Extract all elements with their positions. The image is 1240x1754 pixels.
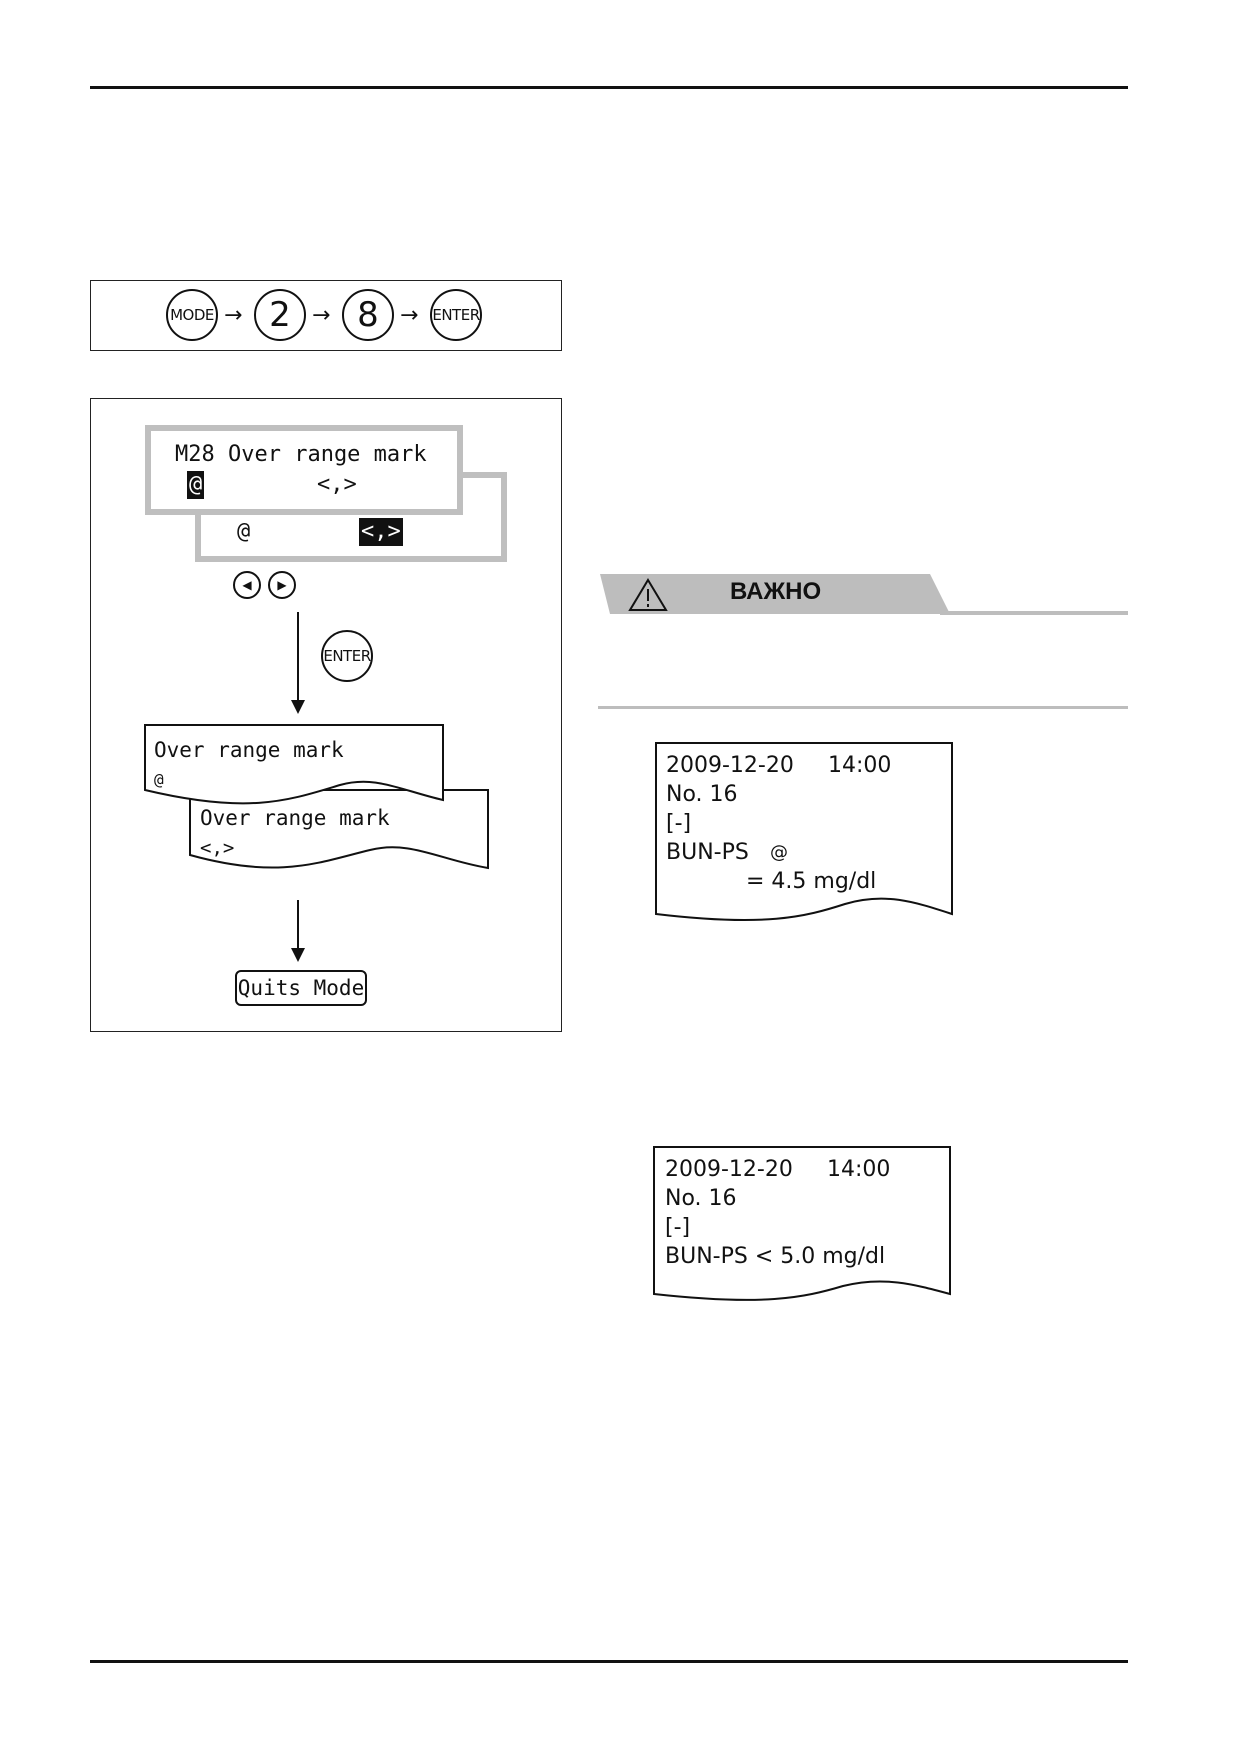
lcd-title: M28 Over range mark [175,442,427,467]
flow-arrow-line [297,612,299,702]
warning-title: ВАЖНО [730,578,822,605]
flow-printout-graphics [144,724,489,870]
warning-triangle-icon [628,578,668,611]
lcd-front-option-a: @ [187,471,205,499]
flow-diagram-box [90,398,562,1032]
printout-2-bracket: [-] [665,1215,691,1240]
flow-print-back-value: <,> [200,837,235,859]
lcd-back-option-a: @ [237,519,251,544]
flow-print-front-title: Over range mark [154,738,344,762]
down-arrow-icon [291,948,305,962]
flow-print-back-title: Over range mark [200,806,390,830]
footer-rule [90,1660,1128,1663]
printout-1-paper [655,742,953,922]
warning-rule [598,706,1128,709]
key-sequence-box: MODE → 2 → 8 → ENTER [90,280,562,351]
quits-mode-label: Quits Mode [235,970,367,1006]
lcd-back-option-b: <,> [359,518,403,546]
arrow-icon: → [400,303,419,328]
printout-1-bracket: [-] [666,811,692,836]
left-arrow-key-icon: ◀ [233,571,261,599]
printout-1-date: 2009-12-20 [666,753,794,778]
right-arrow-key-icon: ▶ [268,571,296,599]
header-rule [90,86,1128,89]
printout-1-time: 14:00 [828,753,892,778]
printout-2-number: No. 16 [665,1186,737,1211]
printout-1-test: BUN-PS [666,840,749,865]
printout-1-result: = 4.5 mg/dl [746,869,877,894]
printout-1-mark: @ [770,842,788,863]
arrow-icon: → [224,303,243,328]
printout-2-date: 2009-12-20 [665,1157,793,1182]
warning-banner [600,574,1128,615]
printout-1: 2009-12-20 14:00 No. 16 [-] BUN-PS @ = 4… [666,751,946,911]
printout-2-result: BUN-PS < 5.0 mg/dl [665,1244,886,1269]
enter-key: ENTER [430,289,482,341]
printout-2-time: 14:00 [827,1157,891,1182]
printout-2-paper [653,1146,951,1301]
lcd-front-option-b: <,> [317,472,357,497]
key-2: 2 [254,289,306,341]
mode-key: MODE [166,289,218,341]
arrow-icon: → [312,303,331,328]
lcd-screen-front: M28 Over range mark @ <,> [145,425,463,515]
flow-print-front-value: @ [154,770,164,789]
enter-key-icon: ENTER [321,630,373,682]
flow-arrow-line [297,900,299,950]
key-8: 8 [342,289,394,341]
printout-1-number: No. 16 [666,782,738,807]
printout-2: 2009-12-20 14:00 No. 16 [-] BUN-PS < 5.0… [665,1155,945,1285]
down-arrow-icon [291,700,305,714]
